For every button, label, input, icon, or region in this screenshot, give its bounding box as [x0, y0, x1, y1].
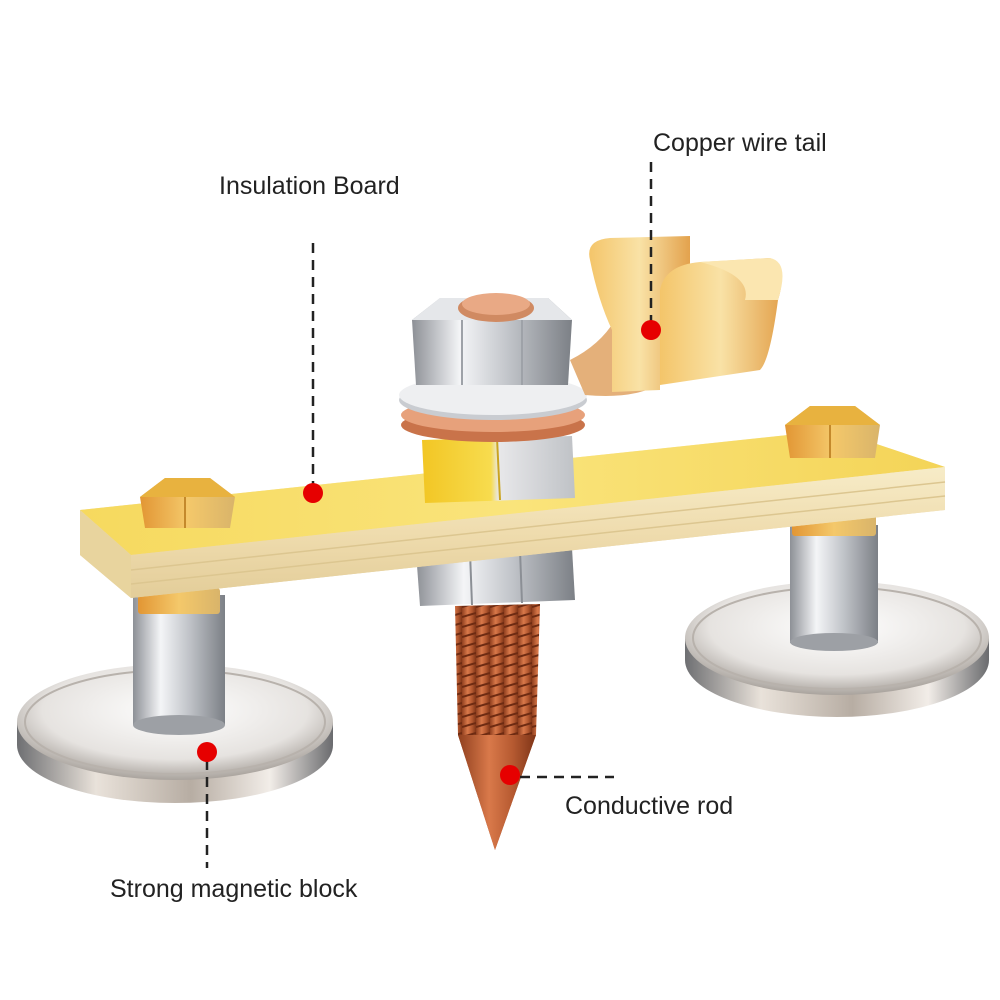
center-terminal-stack — [399, 293, 587, 503]
copper-wire-tail — [570, 236, 783, 396]
right-magnet-post — [790, 525, 878, 643]
insulation-board — [80, 430, 946, 598]
left-magnetic-block — [17, 588, 333, 803]
right-board-bolt — [785, 406, 880, 458]
marker-conductive-rod — [500, 765, 520, 785]
conductive-rod-assembly — [416, 548, 575, 850]
label-insulation-board: Insulation Board — [219, 172, 400, 200]
insulation-board-edge — [131, 467, 945, 598]
label-copper-wire-tail: Copper wire tail — [653, 129, 827, 157]
left-magnet-post — [133, 595, 225, 725]
left-board-bolt — [140, 478, 235, 528]
label-strong-magnetic-block: Strong magnetic block — [110, 875, 358, 903]
marker-insulation-board — [303, 483, 323, 503]
marker-copper-wire-tail — [641, 320, 661, 340]
label-conductive-rod: Conductive rod — [565, 792, 734, 820]
marker-strong-magnetic-block — [197, 742, 217, 762]
leader-lines — [205, 162, 653, 868]
right-magnetic-block — [685, 510, 989, 717]
markers — [197, 320, 661, 785]
